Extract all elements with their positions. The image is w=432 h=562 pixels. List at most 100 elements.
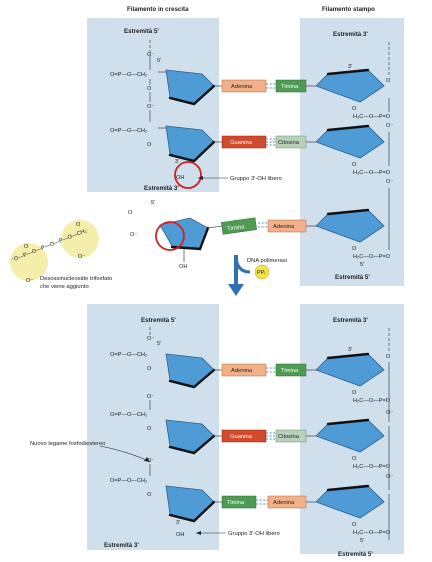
arrow-head: [196, 531, 201, 535]
phosphate-ester-template-5: H₂C—O—P=O: [353, 464, 391, 470]
growing-strand-title: Filamento in crescita: [127, 6, 189, 13]
hydrogen-bonds: [256, 499, 268, 505]
template-strand-title: Filamento stampo: [322, 6, 375, 13]
hydroxyl-oh: OH: [179, 264, 187, 270]
template-bottom-end-label: Estremità 5': [335, 274, 370, 281]
oxygen: O⁻: [147, 458, 154, 464]
base-adenine: [221, 363, 267, 377]
oxygen: O⁻: [386, 410, 393, 416]
phosphate-ester-template-6: H₂C—O—P=O: [353, 530, 391, 536]
phosphate-ester-template-1: H₂C—O—P=O: [353, 114, 391, 120]
oxygen: O⁻: [78, 254, 85, 260]
phosphate-glow: [61, 220, 99, 258]
base-adenine-label: Adenina: [231, 368, 253, 374]
ppi-label: PPᵢ: [257, 270, 265, 276]
oxygen: O⁻: [386, 123, 393, 129]
oxygen: O: [352, 522, 357, 528]
carbon-3-label: 3': [176, 520, 180, 526]
top-left-bottom-end-label: Estremità 3': [144, 185, 179, 192]
phosphate-ester-template-3: H₂C—O—P=O: [353, 254, 391, 260]
oxygen: O⁻: [147, 104, 154, 110]
incoming-phosphate-highlight: [155, 221, 185, 251]
arrow-head: [198, 176, 203, 180]
polymerase-label: DNA polimerasi: [247, 258, 287, 264]
carbon-5-label: 5': [157, 58, 161, 64]
oxygen: O⁻: [147, 336, 154, 342]
oxygen: O: [128, 210, 133, 216]
phosphate-ester-3: O=P—O—CH₂: [110, 352, 147, 358]
glycosidic-bond: [207, 225, 223, 229]
oxygen: O: [352, 162, 357, 168]
oxygen: O⁻: [147, 394, 154, 400]
sugar-ring-edge: [168, 368, 216, 389]
sugar-ring-edge: [168, 84, 216, 106]
growing-strand-band-top: [87, 18, 219, 192]
template-bottom-end-label-2: Estremità 5': [338, 551, 373, 558]
oxygen: O: [24, 244, 29, 250]
base-adenine-label: Adenina: [273, 500, 295, 506]
phosphate-ester-5: O=P—O—CH₂: [110, 478, 147, 484]
base-adenine-label: Adenina: [231, 84, 253, 90]
free-3oh-highlight: [174, 161, 202, 189]
deoxyribose-sugar: [315, 69, 385, 103]
phosphate-ester-template-2: H₂C—O—P=O: [353, 170, 391, 176]
hydrogen-bonds: [266, 432, 276, 440]
oxygen: O: [386, 354, 391, 360]
polymerase-arrow-head: [228, 284, 244, 296]
phosphate-glow: [10, 243, 48, 281]
oxygen: O⁻: [26, 278, 33, 284]
base-thymine: [221, 217, 257, 235]
top-left-end-label: Estremità 5': [124, 28, 159, 35]
phosphate-ester-1: O=P—O—CH₂: [110, 72, 147, 78]
oxygen: O: [147, 142, 152, 148]
carbon-3-label: 3': [175, 159, 179, 165]
deoxyribose-sugar: [315, 353, 385, 387]
oxygen: O: [352, 456, 357, 462]
free-3oh-label-top: Gruppo 3'-OH libero: [230, 176, 282, 182]
base-thymine-label: Timina: [281, 368, 299, 374]
carbon-5-label: 5': [157, 341, 161, 347]
new-bond-label: Nuovo legame fosfodiestereo: [30, 441, 105, 447]
sugar-ring-edge: [326, 484, 370, 492]
free-3oh-label-bottom: Gruppo 3'-OH libero: [228, 531, 280, 537]
carbon-5-label: 5': [151, 200, 155, 206]
bottom-left-end-label: Estremità 3': [104, 542, 139, 549]
sugar-ring-edge: [326, 352, 370, 360]
base-cytosine-label: Citosina: [278, 140, 300, 146]
oxygen: O⁻: [386, 474, 393, 480]
carbon-3-label: 3': [348, 64, 352, 70]
oxygen: O: [147, 426, 152, 432]
oxygen: O: [147, 366, 152, 372]
carbon-5-label: 5': [360, 538, 364, 544]
phosphate-ester-2: O=P—O—CH₂: [110, 128, 147, 134]
deoxyribose-sugar: [315, 419, 385, 453]
oxygen: O: [352, 246, 357, 252]
hydroxyl-oh: OH: [176, 175, 184, 181]
sugar-ring-edge: [326, 208, 370, 216]
hydrogen-bonds: [266, 83, 276, 89]
phosphate-ester-template-4: H₂C—O—P=O: [353, 398, 391, 404]
base-guanine-label: Guanina: [230, 140, 253, 146]
base-thymine: [221, 495, 257, 509]
oxygen: O: [147, 86, 152, 92]
base-thymine-label: Timina: [281, 84, 299, 90]
base-adenine-label: Adenina: [273, 224, 295, 230]
deoxyribose-sugar: [315, 209, 385, 243]
carbon-3-label: 3': [348, 347, 352, 353]
base-thymine-label: Timina: [227, 224, 246, 232]
oxygen: O⁻: [130, 232, 137, 238]
template-bottom-top-end-label: Estremità 3': [333, 317, 368, 324]
sugar-ring-edge: [326, 418, 370, 426]
bottom-left-top-end-label: Estremità 5': [141, 317, 176, 324]
oxygen: O⁻: [147, 52, 154, 58]
oxygen: O⁻: [386, 179, 393, 185]
oxygen: O: [76, 222, 81, 228]
base-guanine-label: Guanina: [230, 434, 253, 440]
base-adenine: [221, 79, 267, 93]
hydrogen-bonds: [258, 222, 268, 228]
sugar-ring-edge: [168, 434, 216, 455]
base-thymine-label: Timina: [227, 500, 245, 506]
sugar-ring-edge: [168, 140, 216, 163]
